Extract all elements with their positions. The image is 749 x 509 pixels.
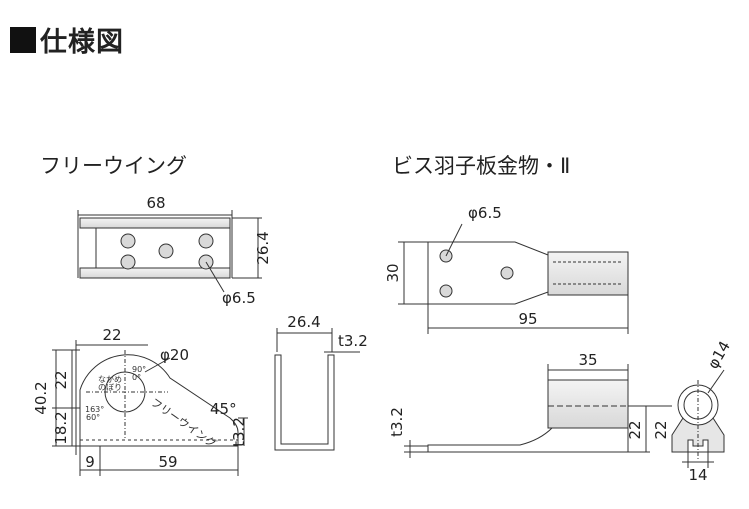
dim-bracket-hole: φ6.5 <box>468 204 502 222</box>
bracket-title: ビス羽子板金物・Ⅱ <box>392 154 571 178</box>
dim-end-height: 22 <box>652 420 670 439</box>
dim-wing-top: 22 <box>102 326 121 344</box>
dim-pipe-height: 22 <box>626 420 644 439</box>
dim-end-width: 14 <box>688 466 707 484</box>
bracket-end-view <box>650 369 725 468</box>
dim-wing-angle: 45° <box>210 400 237 418</box>
dim-end-dia: φ14 <box>704 338 734 372</box>
page-header: 仕様図 <box>10 20 124 59</box>
dim-wing-upper: 22 <box>52 370 70 389</box>
wing-mark-2: のぼり <box>98 383 122 392</box>
wing-mark-6: 60° <box>86 413 100 422</box>
page-title: 仕様図 <box>40 27 124 58</box>
dim-wing-thick: t3.2 <box>230 417 248 447</box>
square-bullet-icon <box>10 26 36 53</box>
wing-mark-1: なかめ <box>98 375 122 384</box>
dim-wing-hole: φ20 <box>160 346 189 364</box>
dim-bracket-length: 95 <box>518 310 537 328</box>
dim-wing-lower: 18.2 <box>52 411 70 444</box>
dim-plate-thick: t3.2 <box>388 407 406 437</box>
bracket-side-view <box>404 364 650 458</box>
dim-wing-total: 40.2 <box>32 381 50 414</box>
dim-wing-main: 59 <box>158 453 177 471</box>
dim-channel-width: 26.4 <box>287 313 320 331</box>
bracket-top-view <box>398 223 629 334</box>
free-wing-channel <box>274 328 360 451</box>
dim-wing-left: 9 <box>85 453 95 471</box>
dim-pipe-length: 35 <box>578 351 597 369</box>
free-wing-title: フリーウイング <box>40 154 187 178</box>
dim-free-depth: 26.4 <box>254 231 272 264</box>
dim-free-width: 68 <box>146 194 165 212</box>
dim-free-hole: φ6.5 <box>222 289 256 307</box>
free-wing-top-view <box>77 210 262 293</box>
dim-channel-thick: t3.2 <box>338 332 368 350</box>
wing-mark-4: 0° <box>132 373 141 382</box>
wing-mark-5: 163° <box>85 405 104 414</box>
free-wing-side-view <box>52 340 248 476</box>
wing-mark-3: 90° <box>132 365 146 374</box>
dim-bracket-height: 30 <box>384 263 402 282</box>
